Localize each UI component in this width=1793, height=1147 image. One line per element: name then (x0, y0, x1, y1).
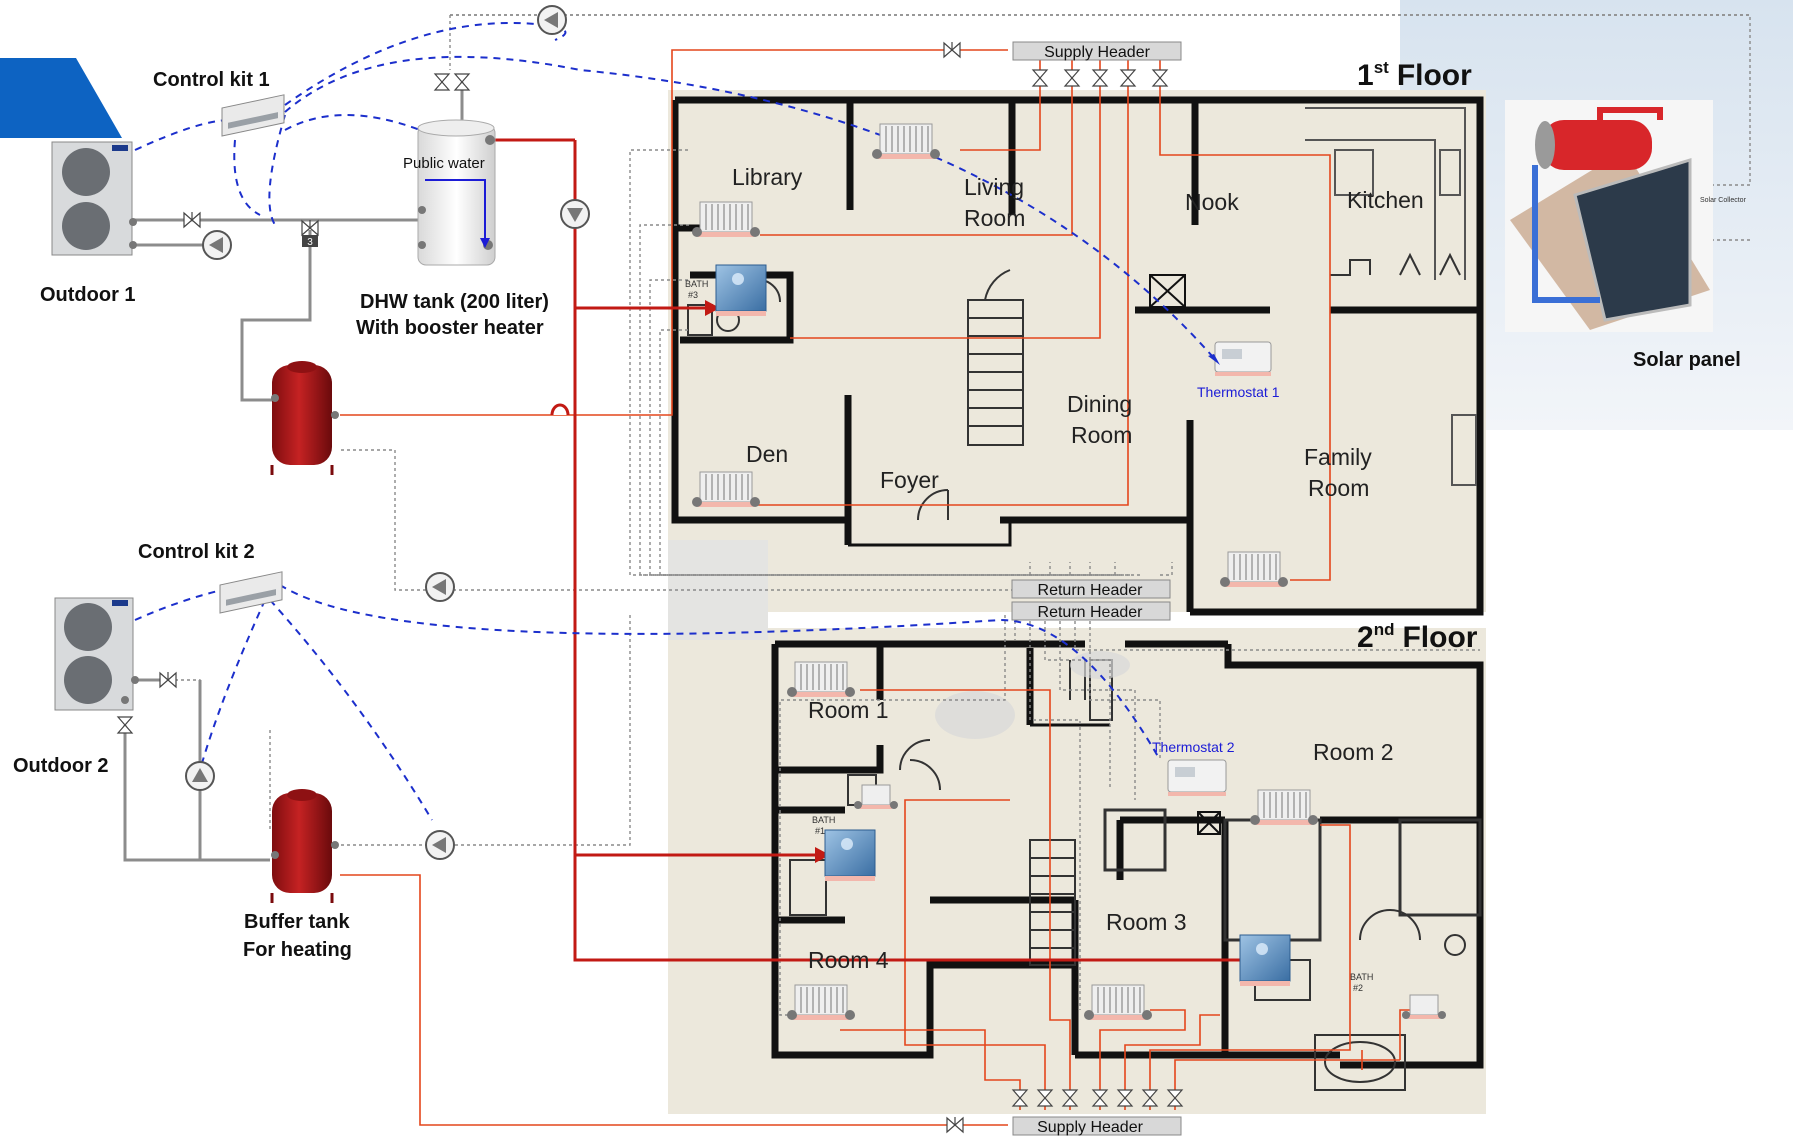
svg-text:Return Header: Return Header (1038, 582, 1144, 599)
buffer-tank-label-2: For heating (243, 939, 352, 961)
pump-icon (425, 572, 455, 602)
radiator-icon (691, 201, 761, 238)
svg-text:3: 3 (307, 237, 313, 248)
dhw-tank-icon (417, 119, 496, 266)
room-1: Room 1 (808, 697, 889, 723)
three-way-valve-icon: 3 (301, 219, 319, 248)
public-water-label: Public water (403, 155, 485, 172)
room-dining-2: Room (1071, 422, 1132, 448)
svg-text:BATH: BATH (1350, 972, 1373, 982)
room-living-2: Room (964, 205, 1025, 231)
room-dining-1: Dining (1067, 391, 1132, 417)
control-kit-1-label: Control kit 1 (153, 69, 270, 91)
valve-icon (434, 73, 450, 91)
outdoor-1-label: Outdoor 1 (40, 284, 136, 306)
outdoor-unit-icon (54, 597, 134, 711)
room-family-2: Room (1308, 475, 1369, 501)
return-header-2: Return Header (1011, 601, 1171, 621)
second-floor-walls (771, 640, 1484, 1091)
svg-text:#1: #1 (815, 826, 825, 836)
control-kit-icon (221, 94, 285, 137)
valve-icon (117, 716, 133, 734)
pump-icon (425, 830, 455, 860)
supply-header-top: Supply Header (1012, 41, 1182, 61)
pump-icon (202, 230, 232, 260)
supply-header-bottom: Supply Header (1012, 1116, 1182, 1136)
radiator-icon (1083, 984, 1153, 1021)
solar-panel-icon: Solar Collector (1505, 100, 1747, 332)
radiator-icon (854, 784, 898, 809)
room-family-1: Family (1304, 444, 1372, 470)
brand-tab (0, 58, 122, 138)
room-kitchen: Kitchen (1347, 187, 1424, 213)
thermostat-1-label: Thermostat 1 (1197, 384, 1280, 400)
svg-text:#2: #2 (1353, 983, 1363, 993)
valve-icon (159, 671, 177, 688)
pump-icon (537, 5, 567, 35)
buffer-tank-label-1: Buffer tank (244, 911, 350, 933)
room-4: Room 4 (808, 947, 889, 973)
return-header-1: Return Header (1011, 579, 1171, 599)
radiator-icon (1219, 551, 1289, 588)
svg-text:Return Header: Return Header (1038, 604, 1144, 621)
svg-text:Supply Header: Supply Header (1044, 44, 1151, 61)
thermostat-icon (1214, 341, 1272, 376)
control-wires (134, 21, 1221, 821)
radiator-icon (1249, 789, 1319, 826)
first-floor-walls (671, 96, 1484, 616)
dhw-tank-label-2: With booster heater (356, 317, 544, 339)
radiator-icon (691, 471, 761, 508)
shower-icon (824, 829, 876, 882)
solar-panel-label: Solar panel (1633, 349, 1741, 371)
pump-icon (185, 761, 215, 791)
outdoor-2-label: Outdoor 2 (13, 755, 109, 777)
control-kit-icon (219, 571, 283, 614)
shower-icon (1239, 934, 1291, 987)
buffer-tank-icon (270, 789, 339, 903)
valve-icon (454, 73, 470, 91)
radiator-icon (1402, 994, 1446, 1019)
radiator-icon (871, 123, 941, 160)
svg-text:BATH: BATH (685, 279, 708, 289)
room-foyer: Foyer (880, 467, 939, 493)
radiator-icon (786, 984, 856, 1021)
room-library: Library (732, 164, 803, 190)
room-living-1: Living (964, 174, 1024, 200)
svg-text:#3: #3 (688, 290, 698, 300)
svg-text:BATH: BATH (812, 815, 835, 825)
svg-text:Supply Header: Supply Header (1037, 1119, 1144, 1136)
return-pipes (133, 14, 1751, 1016)
room-den: Den (746, 441, 788, 467)
buffer-tank-icon (270, 361, 339, 475)
shower-icon (715, 264, 767, 317)
pump-icon (560, 199, 590, 229)
first-floor-plan (668, 90, 1486, 612)
room-3: Room 3 (1106, 909, 1187, 935)
thermostat-icon (1167, 759, 1227, 796)
plant-pipes (123, 82, 468, 862)
valve-icon (183, 211, 201, 228)
svg-text:Solar Collector: Solar Collector (1700, 197, 1747, 204)
outdoor-unit-icon (51, 141, 133, 256)
room-2: Room 2 (1313, 739, 1394, 765)
thermostat-2-label: Thermostat 2 (1152, 739, 1235, 755)
room-nook: Nook (1185, 189, 1239, 215)
dhw-tank-label-1: DHW tank (200 liter) (360, 291, 549, 313)
control-kit-2-label: Control kit 2 (138, 541, 255, 563)
radiator-icon (786, 661, 856, 698)
